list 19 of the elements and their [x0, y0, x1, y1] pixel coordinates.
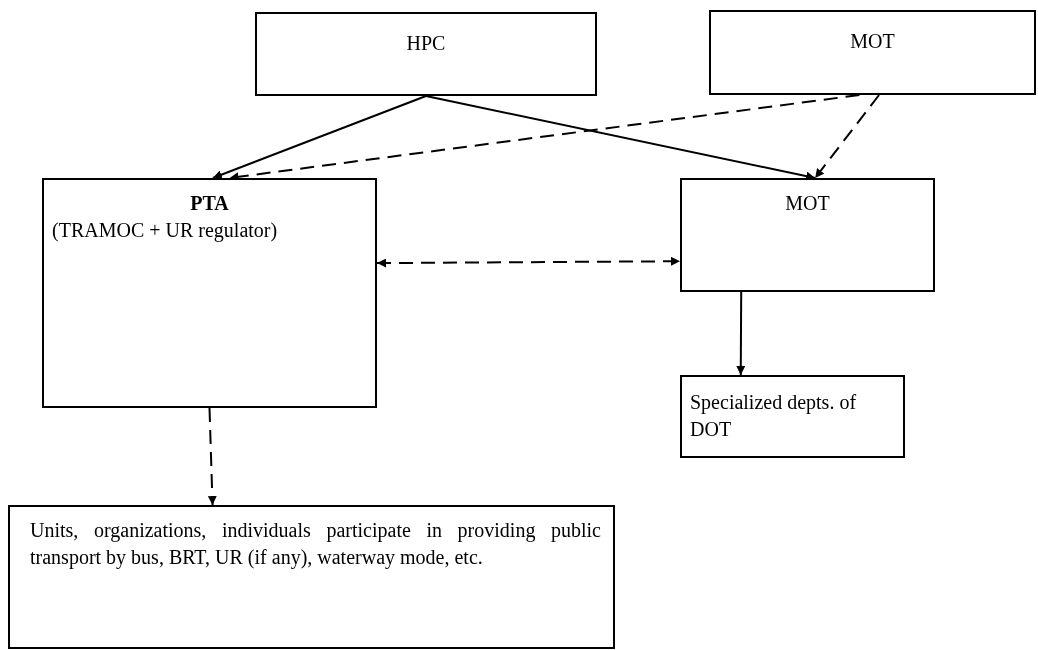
- box-text: MOT: [849, 29, 896, 54]
- arrow: [736, 291, 746, 376]
- authority-box: [42, 178, 377, 408]
- arrow: [207, 407, 217, 506]
- box-text: HPC: [405, 31, 447, 56]
- box-heading: PTA: [189, 191, 230, 216]
- box-text: Specialized depts. of DOT: [690, 390, 858, 442]
- arrow: [211, 95, 427, 179]
- organization-box: [709, 10, 1036, 95]
- organization-box: [680, 178, 935, 292]
- box-text: Units, organizations, individuals participate in providing public transport by bus, BRT, UR (if any), waterway mode, etc.: [30, 518, 601, 571]
- box-text: MOT: [784, 191, 831, 216]
- arrow: [814, 94, 881, 179]
- organization-box: [255, 12, 597, 96]
- arrow: [425, 95, 817, 181]
- box-text: (TRAMOC + UR regulator): [52, 218, 279, 244]
- department-box: [680, 375, 905, 458]
- arrow: [376, 256, 681, 268]
- participants-box: [8, 505, 615, 649]
